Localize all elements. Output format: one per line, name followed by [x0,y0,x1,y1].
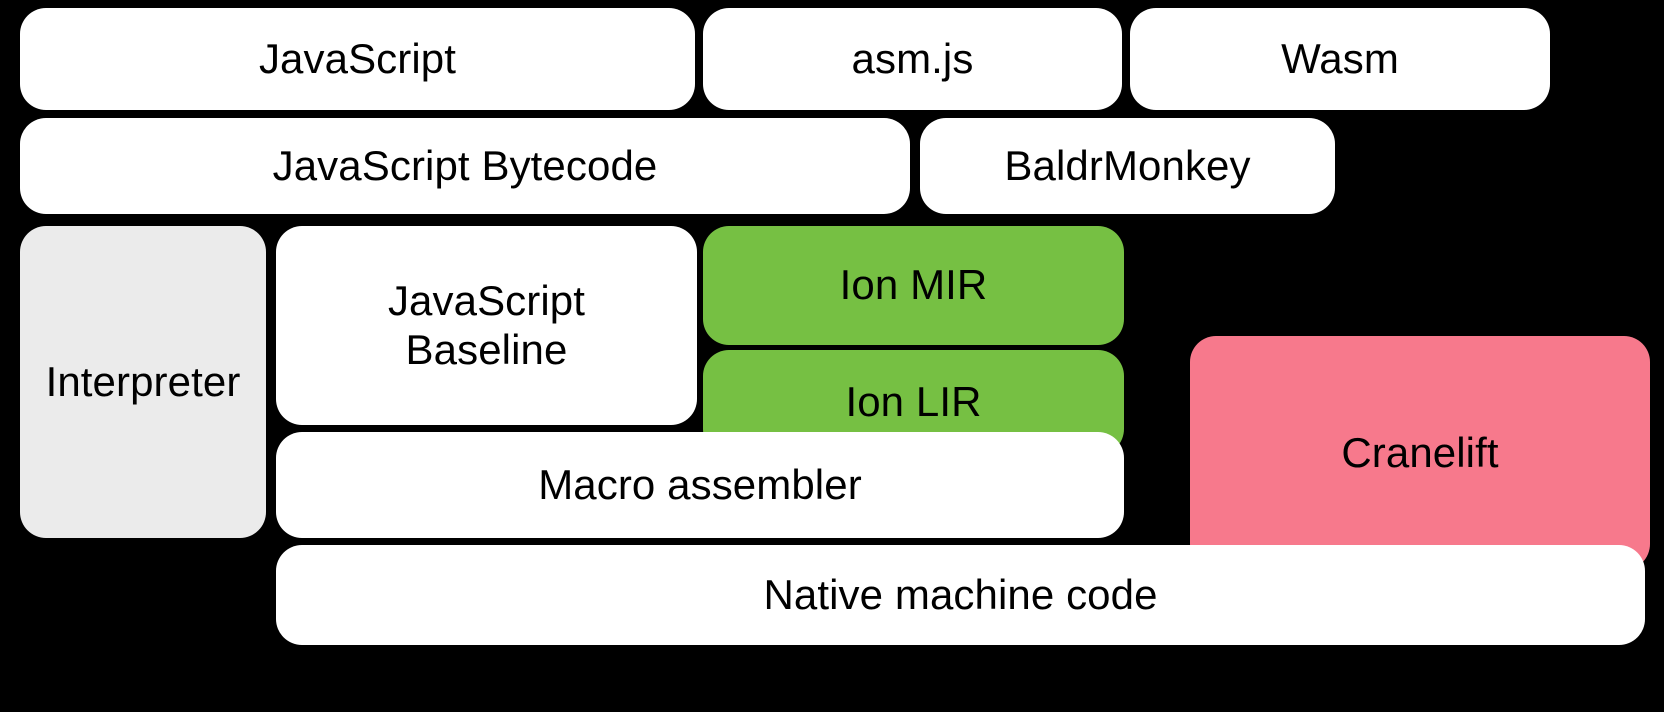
node-ion-mir: Ion MIR [703,226,1124,345]
node-javascript-baseline: JavaScript Baseline [276,226,697,425]
node-macro-assembler: Macro assembler [276,432,1124,538]
node-interpreter: Interpreter [20,226,266,538]
node-baldrmonkey: BaldrMonkey [920,118,1335,214]
node-javascript: JavaScript [20,8,695,110]
node-native-machine-code: Native machine code [276,545,1645,645]
node-cranelift: Cranelift [1190,336,1650,570]
node-asm-js: asm.js [703,8,1122,110]
node-javascript-bytecode: JavaScript Bytecode [20,118,910,214]
node-wasm: Wasm [1130,8,1550,110]
